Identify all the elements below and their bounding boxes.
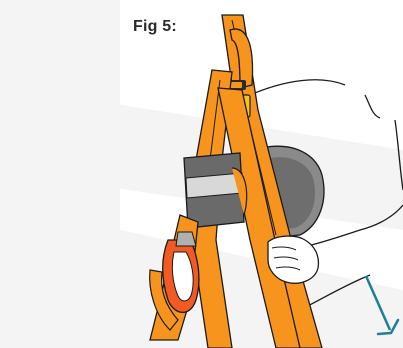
hand <box>268 236 318 283</box>
leg-pad <box>184 153 247 228</box>
figure-label: Fig 5: <box>133 18 177 36</box>
